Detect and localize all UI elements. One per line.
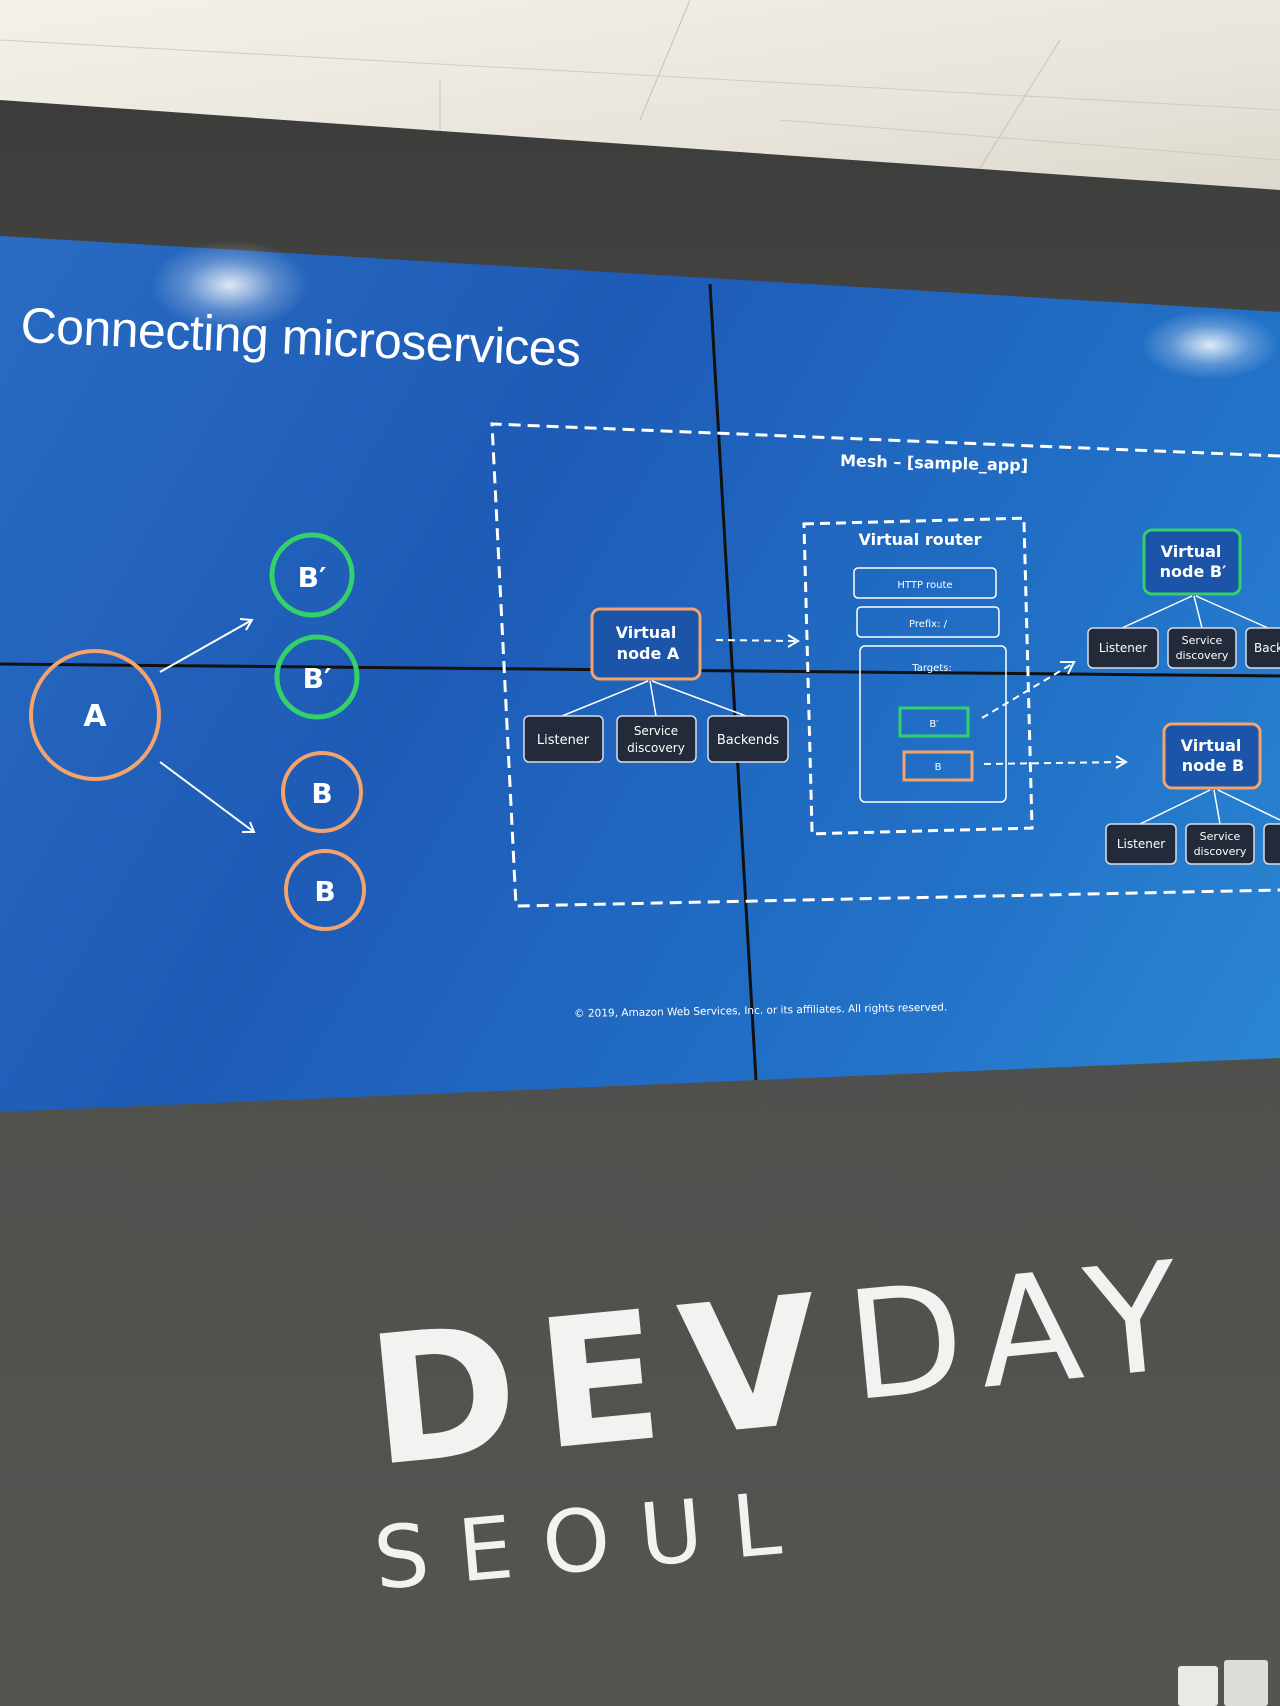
bezel-vertical [708,283,758,1081]
wall-outlet [1178,1666,1218,1706]
backends-box [1245,627,1280,669]
signage-day: DAY [840,1228,1205,1436]
target-b-box [902,750,974,782]
mesh-label: Mesh – [sample_app] [840,451,1028,475]
connector [1121,595,1269,629]
arrow [159,618,256,833]
service-discovery-box [616,715,697,763]
targets-box [859,645,1007,803]
listener-label: Listener [537,733,590,748]
service-discovery-label: discovery [1194,845,1247,858]
connector [561,680,747,717]
backends-label: Backends [717,733,780,748]
node-a-label: A [83,699,107,734]
arrow [981,661,1128,769]
target-b-prime-label: B′ [929,719,939,730]
prefix-label: Prefix: / [909,619,948,630]
wall-outlet [1224,1660,1268,1706]
http-route-box [853,567,997,599]
listener-label: Listener [1099,641,1147,655]
light-glare [150,240,310,330]
virtual-router-boundary [802,516,1034,836]
node-a-circle [29,649,161,781]
node-b-label: B [311,777,332,810]
virtual-node-b [1162,722,1262,790]
service-discovery-label: Service [1200,830,1241,843]
virtual-node-b-line2: node B [1182,756,1244,775]
backends-box [707,715,789,763]
backends-label: Backends [1254,641,1280,655]
service-discovery-box [1167,627,1237,669]
node-b-prime-circle [269,532,355,618]
arrow [715,634,800,648]
listener-box [1105,823,1177,865]
listener-box [1087,627,1159,669]
service-discovery-label: discovery [627,741,685,755]
virtual-node-a-line1: Virtual [616,623,677,642]
light-glare [1140,310,1280,380]
mesh-boundary [490,422,1280,908]
listener-label: Listener [1117,837,1165,851]
service-discovery-box [1185,823,1255,865]
virtual-node-b-prime [1142,528,1242,596]
listener-box [523,715,604,763]
prefix-box [856,606,1000,638]
node-b-prime-label: B′ [303,662,332,695]
service-discovery-label: Service [1182,634,1223,647]
virtual-router-label: Virtual router [858,530,981,549]
http-route-label: HTTP route [897,580,952,591]
virtual-node-a [590,607,702,681]
virtual-node-b-prime-line2: node B′ [1160,562,1227,581]
connector [1139,789,1280,825]
node-b-prime-label: B′ [298,561,327,594]
target-b-prime-box [898,706,970,738]
virtual-node-a-line2: node A [617,644,680,663]
node-b-circle [281,751,363,833]
node-b-circle [284,849,366,931]
target-b-label: B [935,762,942,773]
node-b-label: B [314,875,335,908]
virtual-node-b-prime-line1: Virtual [1161,542,1222,561]
targets-label: Targets: [911,663,952,674]
service-discovery-label: Service [634,724,678,738]
backends-box-cropped [1263,823,1280,865]
service-discovery-label: discovery [1176,649,1229,662]
virtual-node-b-line1: Virtual [1181,736,1242,755]
node-b-prime-circle [274,634,360,720]
